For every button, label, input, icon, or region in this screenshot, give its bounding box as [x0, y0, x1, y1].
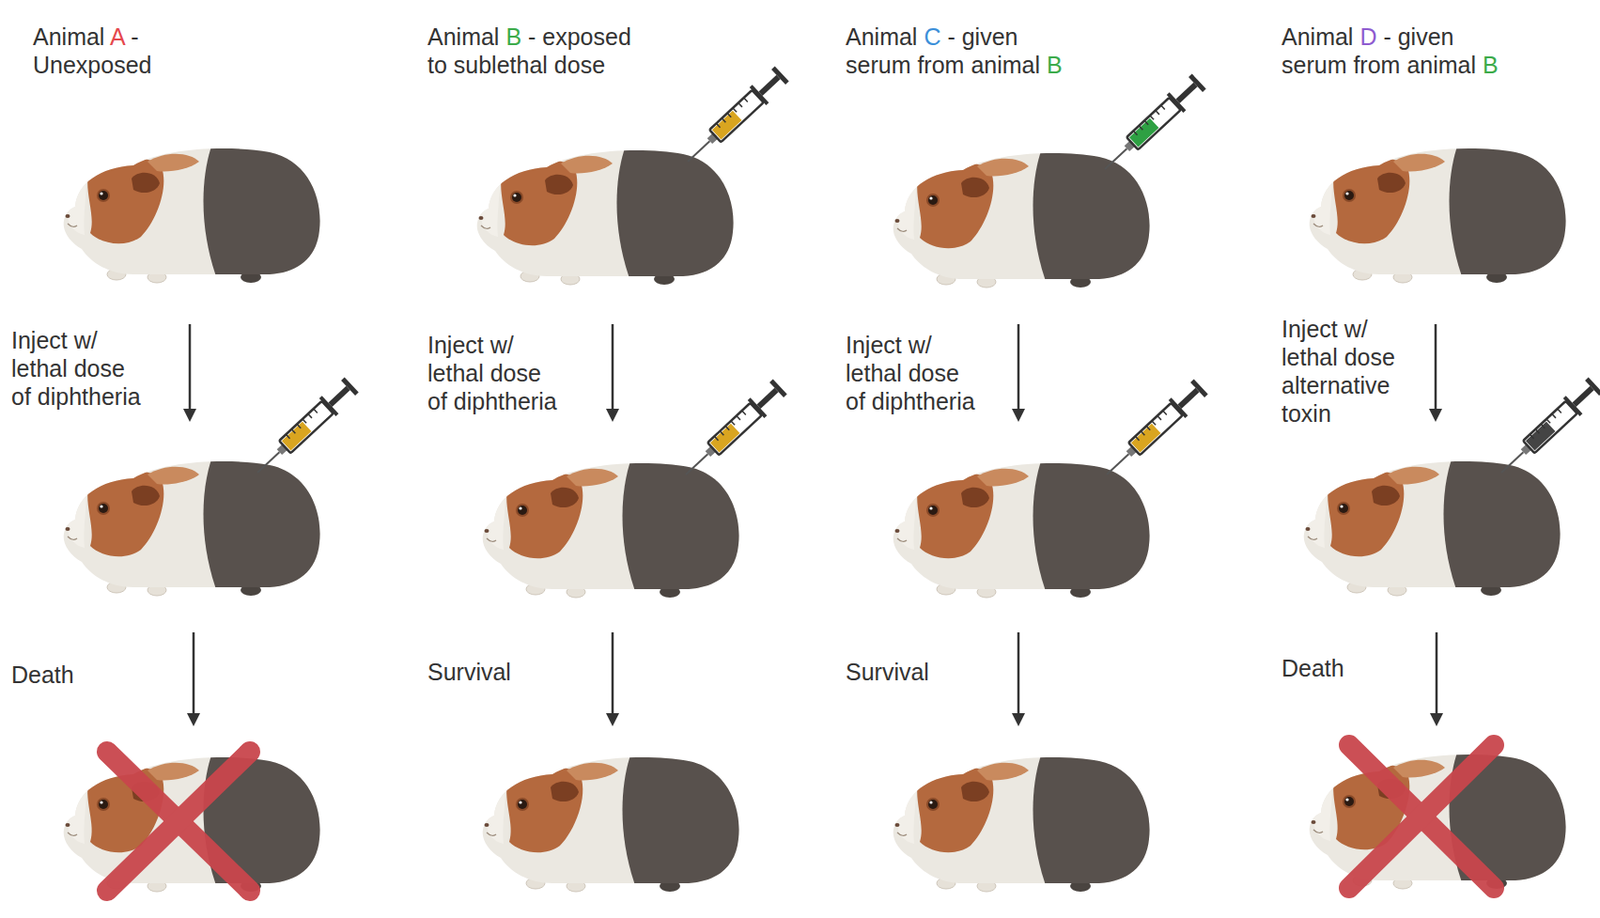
column-heading: Animal A - Unexposed [32, 22, 152, 79]
shape-line [1017, 632, 1021, 715]
shape-path [1011, 713, 1026, 727]
highlight-letter: B [505, 23, 522, 50]
syringe [1492, 375, 1600, 482]
guinea-pig [58, 453, 336, 600]
shape-line [611, 324, 615, 410]
shape-line [1349, 745, 1494, 888]
shape-path [1429, 713, 1444, 727]
step-label: Inject w/ lethal dose of diphtheria [11, 326, 141, 411]
highlight-letter: C [923, 23, 941, 50]
guinea-pig [1304, 140, 1582, 287]
arrows [183, 324, 1444, 727]
column-heading: Animal B - exposed to sublethal dose [427, 22, 632, 79]
shape-path [186, 713, 201, 727]
shape-line [107, 751, 250, 891]
guinea-pig [58, 140, 336, 287]
outcome-label: Survival [427, 657, 512, 686]
shape-line [1349, 745, 1494, 888]
shape-path [183, 408, 197, 422]
shape-path [605, 408, 620, 422]
step-label: Inject w/ lethal dose of diphtheria [845, 330, 976, 416]
guinea-pig [477, 455, 755, 602]
guinea-pig [58, 749, 336, 896]
syringe [1096, 72, 1208, 178]
shape-path [1429, 408, 1443, 422]
guinea-pig [887, 145, 1166, 292]
shape-line [192, 632, 196, 715]
outcome-label: Survival [845, 657, 930, 686]
shape-path [605, 713, 620, 727]
shape-line [1017, 324, 1021, 410]
shape-line [1434, 324, 1438, 410]
column-heading: Animal C - given serum from animal B [845, 22, 1063, 79]
syringe [679, 64, 791, 171]
outcome-label: Death [1281, 653, 1345, 683]
shape-line [611, 632, 615, 715]
column-heading: Animal D - given serum from animal B [1281, 22, 1499, 79]
step-label: Inject w/ lethal dose of diphtheria [427, 330, 558, 416]
syringe [677, 377, 789, 483]
guinea-pig [471, 142, 749, 289]
guinea-pig [1304, 746, 1582, 893]
syringe [1098, 377, 1210, 483]
highlight-letter: B [1046, 51, 1063, 78]
outcome-label: Death [11, 660, 75, 689]
shape-line [1435, 632, 1439, 715]
syringe [248, 375, 360, 482]
step-label: Inject w/ lethal dose alternative toxin [1281, 314, 1396, 428]
highlight-letter: B [1482, 51, 1499, 78]
guinea-pig [887, 749, 1166, 896]
death-cross [107, 745, 1494, 891]
highlight-letter: A [109, 23, 125, 50]
highlight-letter: D [1359, 23, 1377, 50]
guinea-pig [1298, 453, 1576, 600]
shape-line [107, 751, 250, 891]
guinea-pig [477, 749, 755, 896]
shape-line [188, 324, 192, 410]
shape-path [1011, 408, 1026, 422]
guinea-pig [887, 455, 1166, 602]
